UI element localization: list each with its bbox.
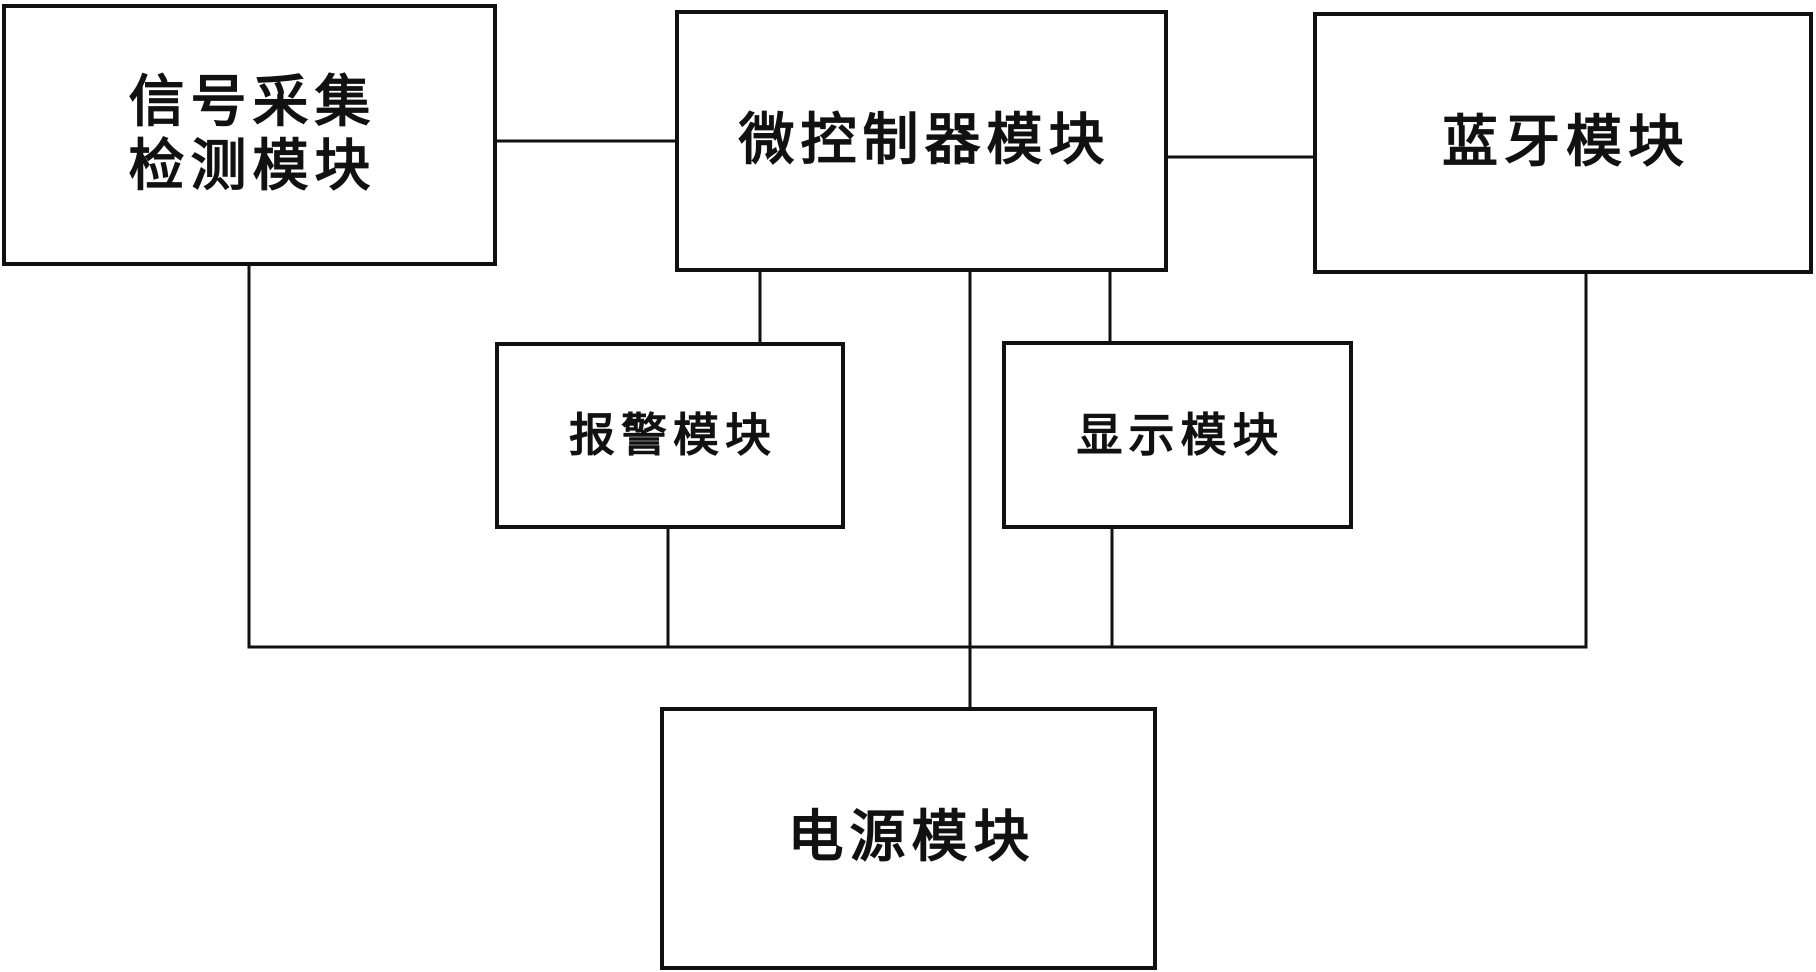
signal-acquisition-module: 信号采集 检测模块 xyxy=(2,4,497,266)
display-label: 显示模块 xyxy=(1076,407,1285,462)
alarm-label: 报警模块 xyxy=(569,408,777,463)
power-label: 电源模块 xyxy=(787,805,1036,871)
bluetooth-module: 蓝牙模块 xyxy=(1313,12,1813,274)
display-module: 显示模块 xyxy=(1002,341,1353,529)
signal-acquisition-label: 信号采集 检测模块 xyxy=(128,69,377,199)
microcontroller-label: 微控制器模块 xyxy=(738,107,1111,173)
alarm-module: 报警模块 xyxy=(495,342,845,529)
bluetooth-label: 蓝牙模块 xyxy=(1442,109,1690,175)
microcontroller-module: 微控制器模块 xyxy=(675,10,1168,272)
power-module: 电源模块 xyxy=(660,707,1157,970)
